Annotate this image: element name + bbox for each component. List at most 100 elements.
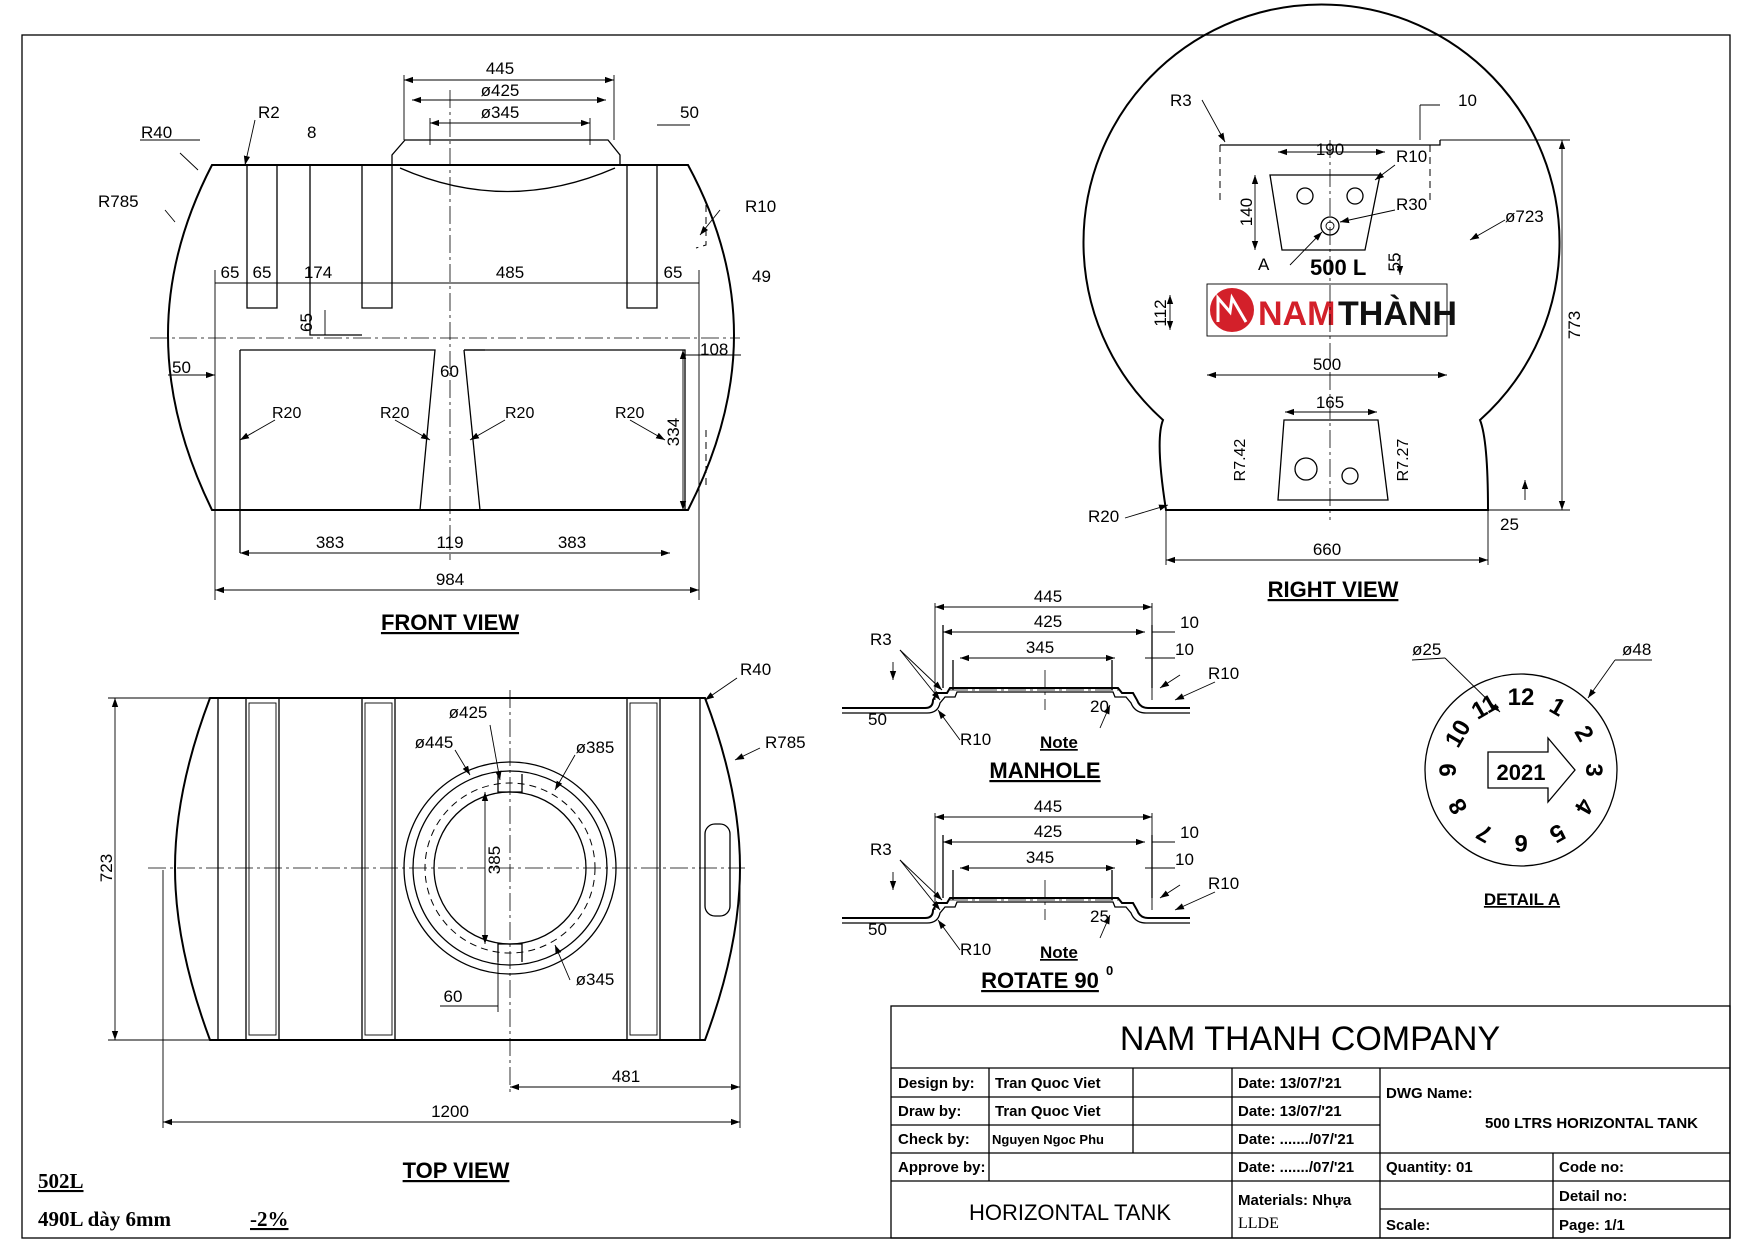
dim-50: 50 xyxy=(868,920,887,939)
materials-line1: Materials: Nhựa xyxy=(1238,1192,1352,1209)
dial-number: 11 xyxy=(1467,689,1502,725)
dim-445: 445 xyxy=(486,59,514,78)
dim-50: 50 xyxy=(680,103,699,122)
dim-d345: ø345 xyxy=(481,103,520,122)
dim-481: 481 xyxy=(612,1067,640,1086)
dim-445: 445 xyxy=(1034,587,1062,606)
note-volume: 502L xyxy=(38,1169,84,1193)
dim-383b: 383 xyxy=(558,533,586,552)
title-block: NAM THANH COMPANY Design by: Tran Quoc V… xyxy=(890,1005,1731,1239)
dim-773: 773 xyxy=(1565,311,1584,339)
page-number: Page: 1/1 xyxy=(1559,1217,1625,1234)
dim-10b: 10 xyxy=(1175,640,1194,659)
dim-140: 140 xyxy=(1237,198,1256,226)
rotate-section: 445 425 345 10 10 R3 R10 50 R10 25 Note … xyxy=(842,797,1239,993)
dim-d48: ø48 xyxy=(1622,640,1651,659)
dim-60: 60 xyxy=(440,362,459,381)
dim-r20-a: R20 xyxy=(272,405,301,422)
dim-1200: 1200 xyxy=(431,1102,469,1121)
dim-984: 984 xyxy=(436,570,464,589)
dim-r20: R20 xyxy=(1088,507,1119,526)
dim-334: 334 xyxy=(664,418,683,446)
draw-label: Draw by: xyxy=(898,1103,961,1120)
dim-65c: 65 xyxy=(664,263,683,282)
dim-r10b: R10 xyxy=(960,730,991,749)
dim-119: 119 xyxy=(436,533,463,552)
dim-r3: R3 xyxy=(870,840,892,859)
dim-20: 20 xyxy=(1090,697,1109,716)
dim-d345: ø345 xyxy=(576,970,615,989)
manhole-title: MANHOLE xyxy=(989,758,1100,783)
dial-number: 5 xyxy=(1545,818,1570,848)
dim-r20-d: R20 xyxy=(615,405,644,422)
dial-number: 1 xyxy=(1545,692,1570,722)
dim-d445: ø445 xyxy=(415,733,454,752)
rotate-note: Note xyxy=(1040,943,1078,962)
dim-108: 108 xyxy=(700,340,728,359)
sheet-border xyxy=(21,34,1731,1239)
manhole-note: Note xyxy=(1040,733,1078,752)
dial-number: 2 xyxy=(1569,721,1599,746)
dim-r785: R785 xyxy=(98,192,139,211)
company-name: NAM THANH COMPANY xyxy=(1120,1020,1500,1058)
logo-text-thanh: THÀNH xyxy=(1338,295,1457,333)
dim-r30: R30 xyxy=(1396,195,1427,214)
dim-190: 190 xyxy=(1316,140,1344,159)
dim-55: 55 xyxy=(1385,253,1404,272)
dim-723: 723 xyxy=(97,854,116,882)
detail-year: 2021 xyxy=(1497,760,1546,785)
notes: 502L 490L dày 6mm -2% xyxy=(38,1169,289,1231)
scale: Scale: xyxy=(1386,1217,1430,1234)
dial-number: 4 xyxy=(1568,794,1598,820)
dim-d385: ø385 xyxy=(576,738,615,757)
dial-number: 3 xyxy=(1580,763,1607,776)
brand-logo xyxy=(1206,283,1448,337)
dim-8: 8 xyxy=(307,123,316,142)
dim-500: 500 xyxy=(1313,355,1341,374)
rotate-title-degree: 0 xyxy=(1106,963,1113,978)
dim-485: 485 xyxy=(496,263,524,282)
dwg-name: 500 LTRS HORIZONTAL TANK xyxy=(1485,1115,1698,1132)
label-a: A xyxy=(1258,255,1270,274)
code-no: Code no: xyxy=(1559,1159,1624,1176)
dim-r742: R7.42 xyxy=(1232,439,1249,482)
rotate-title: ROTATE 90 xyxy=(981,968,1099,993)
dim-r10a: R10 xyxy=(1208,874,1239,893)
label-500l: 500 L xyxy=(1310,255,1366,280)
design-label: Design by: xyxy=(898,1075,975,1092)
dim-65d: 65 xyxy=(297,313,316,332)
dim-65a: 65 xyxy=(221,263,240,282)
date-2: Date: 13/07/'21 xyxy=(1238,1103,1342,1120)
top-view: R40 R785 ø425 ø445 ø385 385 723 60 ø345 … xyxy=(97,660,806,1183)
dim-445: 445 xyxy=(1034,797,1062,816)
dim-165: 165 xyxy=(1316,393,1344,412)
dim-d425: ø425 xyxy=(481,81,520,100)
right-view-title: RIGHT VIEW xyxy=(1268,577,1399,602)
dim-345: 345 xyxy=(1026,848,1054,867)
dial-number: 9 xyxy=(1435,763,1462,776)
dim-r3: R3 xyxy=(1170,91,1192,110)
dim-r20-c: R20 xyxy=(505,405,534,422)
note-tolerance: -2% xyxy=(250,1207,289,1231)
dim-25: 25 xyxy=(1500,515,1519,534)
dim-10a: 10 xyxy=(1180,613,1199,632)
dial-number: 8 xyxy=(1443,794,1473,819)
dim-425: 425 xyxy=(1034,612,1062,631)
dim-r10: R10 xyxy=(745,197,776,216)
dim-10b: 10 xyxy=(1175,850,1194,869)
dim-r10: R10 xyxy=(1396,147,1427,166)
dim-d25: ø25 xyxy=(1412,640,1441,659)
dial-number: 12 xyxy=(1508,684,1535,711)
dim-r20-b: R20 xyxy=(380,405,409,422)
dim-d723: ø723 xyxy=(1505,207,1544,226)
front-view: 445 ø425 ø345 50 R40 R2 8 R785 R10 65 65… xyxy=(98,59,776,635)
product-name: HORIZONTAL TANK xyxy=(969,1200,1171,1225)
front-view-title: FRONT VIEW xyxy=(381,610,519,635)
dim-385: 385 xyxy=(485,846,504,874)
check-label: Check by: xyxy=(898,1131,970,1148)
dim-25: 25 xyxy=(1090,907,1109,926)
dim-65b: 65 xyxy=(253,263,272,282)
dim-660: 660 xyxy=(1313,540,1341,559)
